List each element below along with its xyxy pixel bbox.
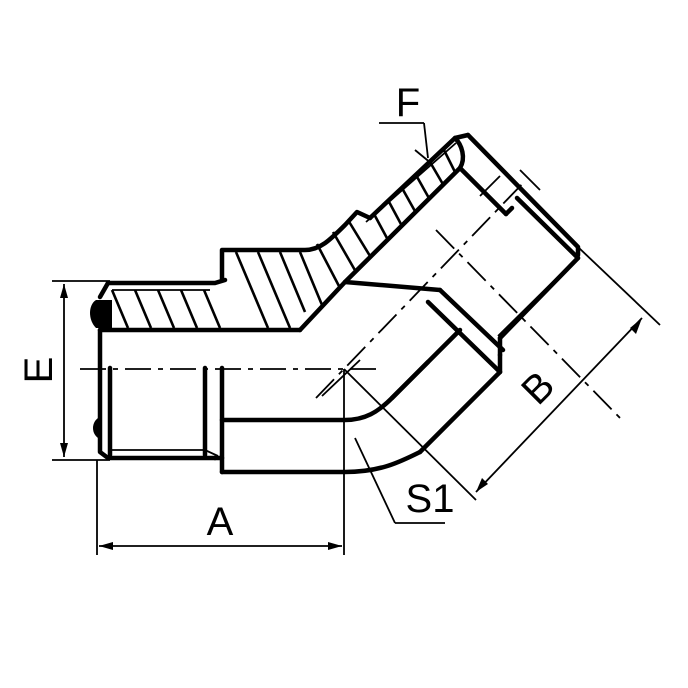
centerlines	[80, 169, 623, 421]
body-section	[219, 209, 373, 333]
left-thread-section	[90, 277, 303, 475]
angled-thread-section	[342, 132, 471, 285]
leader-F: F	[379, 81, 433, 165]
dimension-E: E	[17, 280, 110, 461]
label-A: A	[207, 500, 234, 544]
label-B: B	[513, 363, 563, 413]
label-E: E	[17, 357, 61, 384]
label-S1: S1	[406, 477, 455, 521]
label-F: F	[396, 81, 420, 125]
elbow-bore	[219, 327, 463, 475]
dimension-A: A	[96, 369, 345, 555]
leader-S1: S1	[354, 437, 455, 524]
